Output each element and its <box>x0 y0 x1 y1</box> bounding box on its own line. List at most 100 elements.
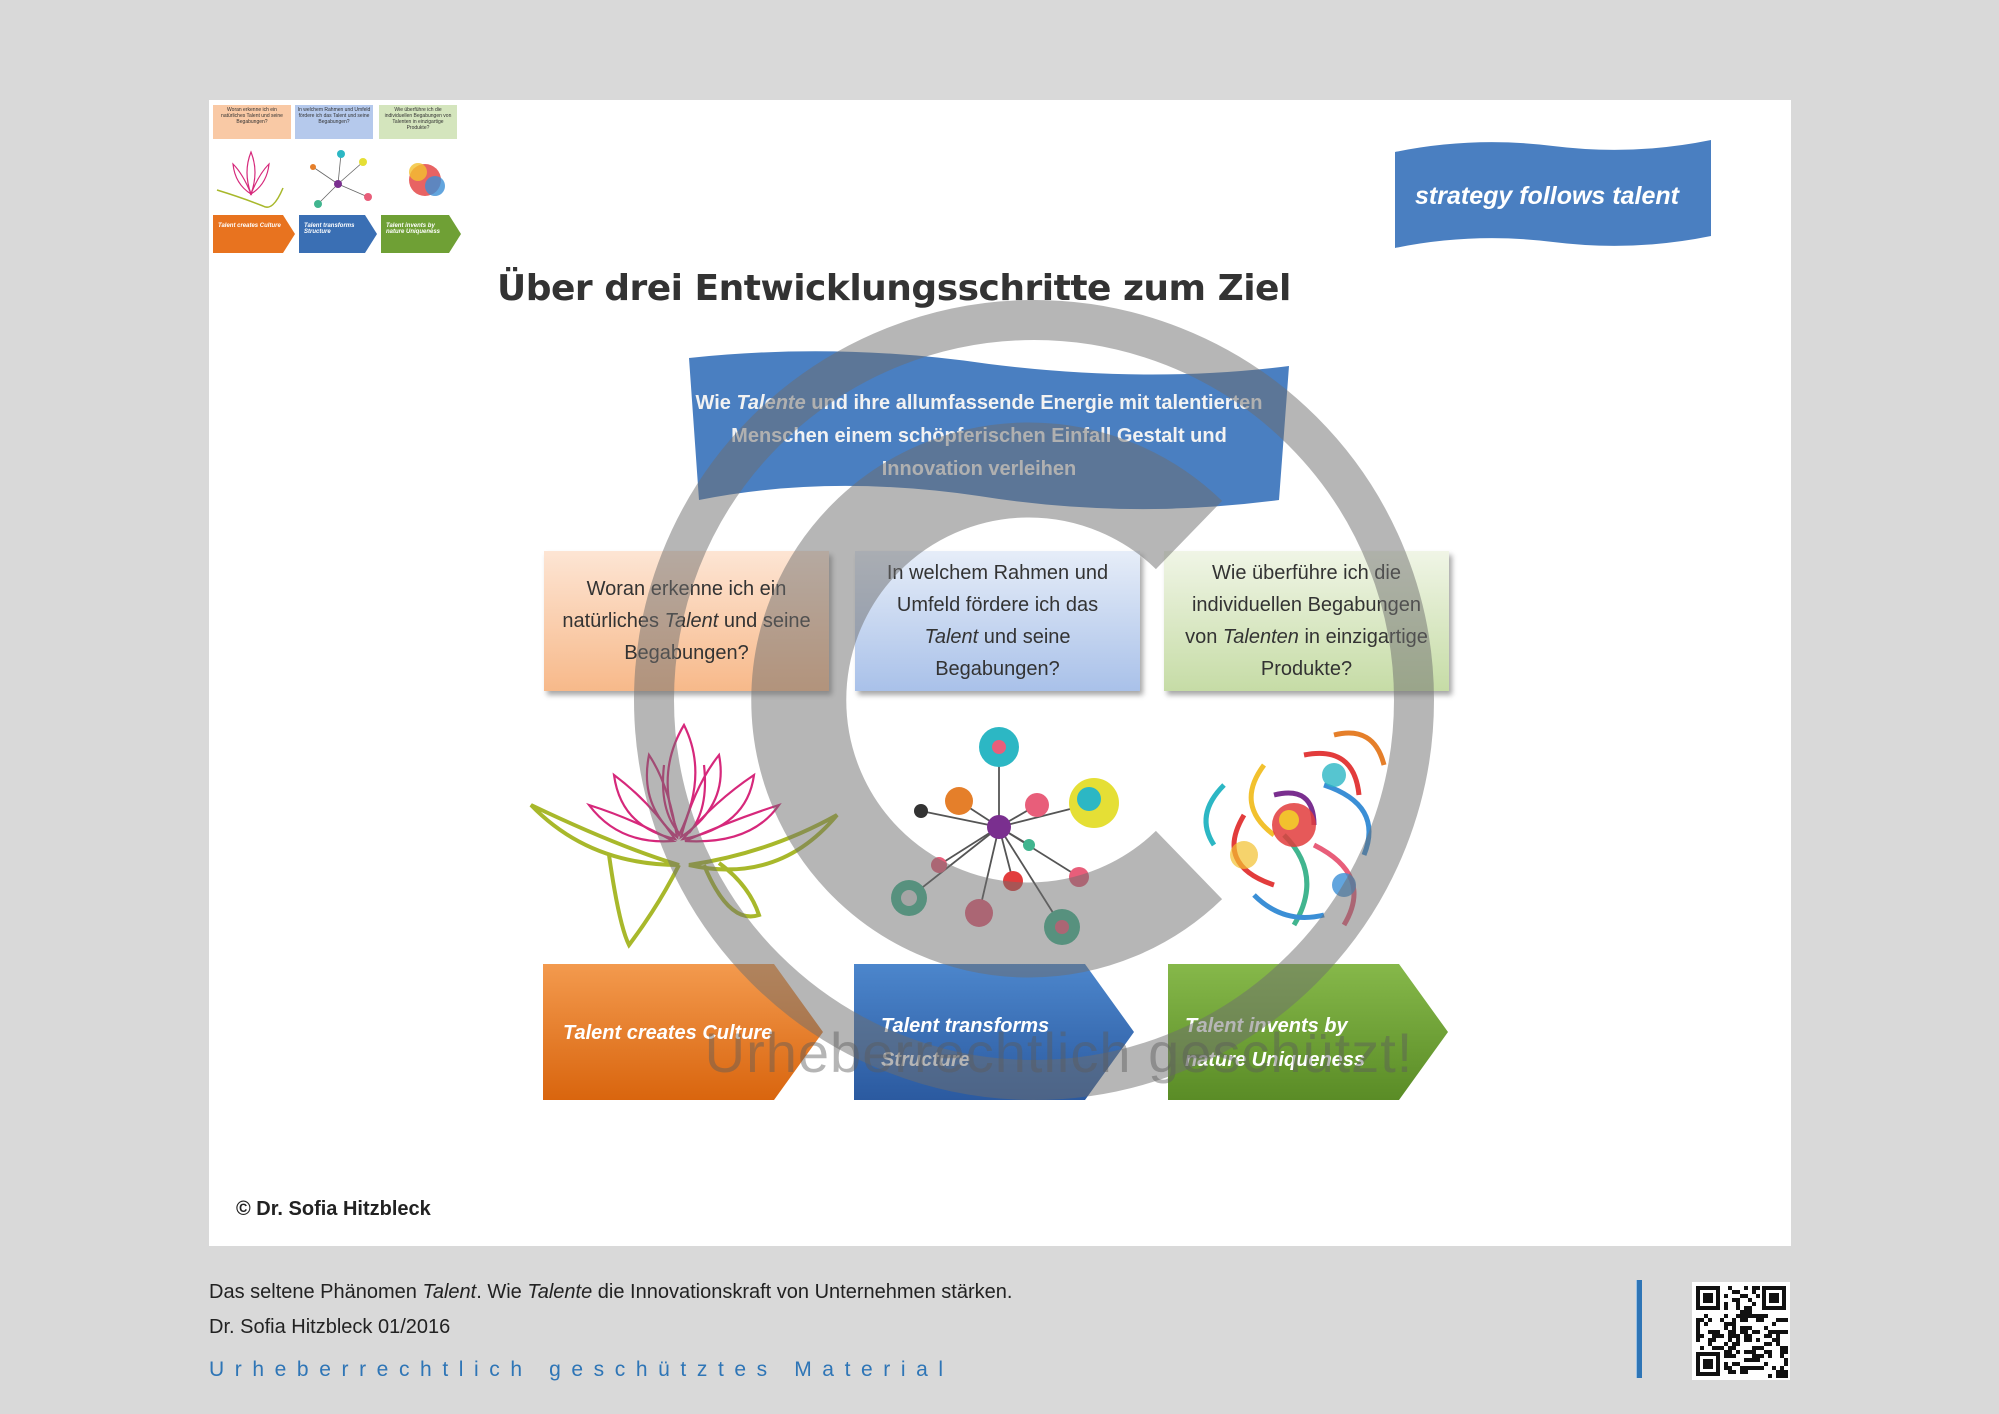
qr-module <box>1732 1362 1736 1366</box>
qr-module <box>1744 1338 1748 1342</box>
qr-module <box>1696 1330 1700 1334</box>
qr-module <box>1736 1334 1740 1338</box>
qr-module <box>1720 1334 1724 1338</box>
qr-module <box>1752 1314 1756 1318</box>
thumbnail-illustrations <box>216 150 445 208</box>
qr-module <box>1764 1334 1768 1338</box>
slide: Woran erkenne ich ein natürliches Talent… <box>209 100 1791 1246</box>
qr-module <box>1772 1366 1776 1370</box>
qr-code-icon <box>1692 1282 1790 1380</box>
qr-module <box>1784 1358 1788 1362</box>
qr-module <box>1748 1314 1752 1318</box>
qr-module <box>1744 1318 1748 1322</box>
qr-module <box>1744 1366 1748 1370</box>
qr-module <box>1784 1370 1788 1374</box>
qr-module <box>1712 1338 1716 1342</box>
qr-module <box>1748 1298 1752 1302</box>
qr-module <box>1776 1330 1780 1334</box>
qr-module <box>1708 1342 1712 1346</box>
qr-module <box>1712 1334 1716 1338</box>
qr-module <box>1732 1370 1736 1374</box>
qr-module <box>1756 1330 1760 1334</box>
qr-module <box>1720 1346 1724 1350</box>
qr-module <box>1748 1358 1752 1362</box>
qr-module <box>1732 1322 1736 1326</box>
qr-module <box>1740 1318 1744 1322</box>
qr-module <box>1764 1314 1768 1318</box>
qr-module <box>1724 1294 1728 1298</box>
qr-module <box>1768 1350 1772 1354</box>
qr-module <box>1716 1346 1720 1350</box>
qr-module <box>1704 1322 1708 1326</box>
qr-module <box>1752 1302 1756 1306</box>
qr-module <box>1776 1370 1780 1374</box>
copyright-watermark-icon <box>634 300 1434 1100</box>
qr-module <box>1724 1326 1728 1330</box>
qr-module <box>1720 1318 1724 1322</box>
qr-module <box>1696 1318 1700 1322</box>
qr-module <box>1736 1290 1740 1294</box>
qr-module <box>1740 1314 1744 1318</box>
qr-module <box>1724 1302 1728 1306</box>
footer-title: Das seltene Phänomen Talent. Wie Talente… <box>209 1281 1013 1303</box>
qr-module <box>1736 1298 1740 1302</box>
qr-module <box>1744 1306 1748 1310</box>
qr-module <box>1772 1338 1776 1342</box>
qr-module <box>1740 1326 1744 1330</box>
author-credit: © Dr. Sofia Hitzbleck <box>236 1198 431 1220</box>
qr-module <box>1700 1318 1704 1322</box>
qr-module <box>1712 1330 1716 1334</box>
qr-module <box>1732 1290 1736 1294</box>
page-title: Über drei Entwicklungsschritte zum Ziel <box>497 268 1291 309</box>
qr-module <box>1748 1310 1752 1314</box>
qr-module <box>1696 1338 1700 1342</box>
qr-module <box>1724 1362 1728 1366</box>
qr-module <box>1728 1354 1732 1358</box>
qr-module <box>1728 1350 1732 1354</box>
qr-module <box>1716 1330 1720 1334</box>
qr-module <box>1768 1374 1772 1378</box>
qr-module <box>1780 1346 1784 1350</box>
qr-module <box>1724 1366 1728 1370</box>
qr-module <box>1780 1374 1784 1378</box>
qr-module <box>1784 1318 1788 1322</box>
qr-module <box>1756 1354 1760 1358</box>
qr-module <box>1784 1346 1788 1350</box>
qr-module <box>1780 1370 1784 1374</box>
qr-module <box>1744 1294 1748 1298</box>
qr-module <box>1728 1366 1732 1370</box>
qr-module <box>1708 1338 1712 1342</box>
qr-module <box>1760 1354 1764 1358</box>
qr-module <box>1732 1346 1736 1350</box>
qr-module <box>1768 1354 1772 1358</box>
qr-module <box>1740 1370 1744 1374</box>
arrow-culture <box>543 964 823 1100</box>
footer-copyright-material: Urheberrechtlich geschütztes Material <box>209 1358 954 1381</box>
qr-module <box>1752 1330 1756 1334</box>
qr-module <box>1724 1350 1728 1354</box>
qr-module <box>1756 1346 1760 1350</box>
qr-module <box>1764 1342 1768 1346</box>
qr-module <box>1736 1302 1740 1306</box>
qr-module <box>1724 1314 1728 1318</box>
qr-module <box>1724 1342 1728 1346</box>
qr-module <box>1716 1334 1720 1338</box>
qr-module <box>1780 1366 1784 1370</box>
thumbnail-arrow-label-1: Talent creates Culture <box>218 223 281 229</box>
qr-module <box>1748 1366 1752 1370</box>
qr-module <box>1752 1350 1756 1354</box>
thumbnail-question-2: In welchem Rahmen und Umfeld fördere ich… <box>295 105 373 139</box>
qr-module <box>1744 1370 1748 1374</box>
qr-module <box>1768 1342 1772 1346</box>
qr-module <box>1732 1354 1736 1358</box>
qr-module <box>1700 1334 1704 1338</box>
thumbnail-question-1: Woran erkenne ich ein natürliches Talent… <box>213 105 291 139</box>
qr-module <box>1780 1330 1784 1334</box>
qr-module <box>1728 1286 1732 1290</box>
qr-module <box>1700 1346 1704 1350</box>
qr-module <box>1756 1314 1760 1318</box>
qr-module <box>1744 1314 1748 1318</box>
qr-module <box>1744 1310 1748 1314</box>
qr-module <box>1696 1322 1700 1326</box>
qr-module <box>1736 1338 1740 1342</box>
